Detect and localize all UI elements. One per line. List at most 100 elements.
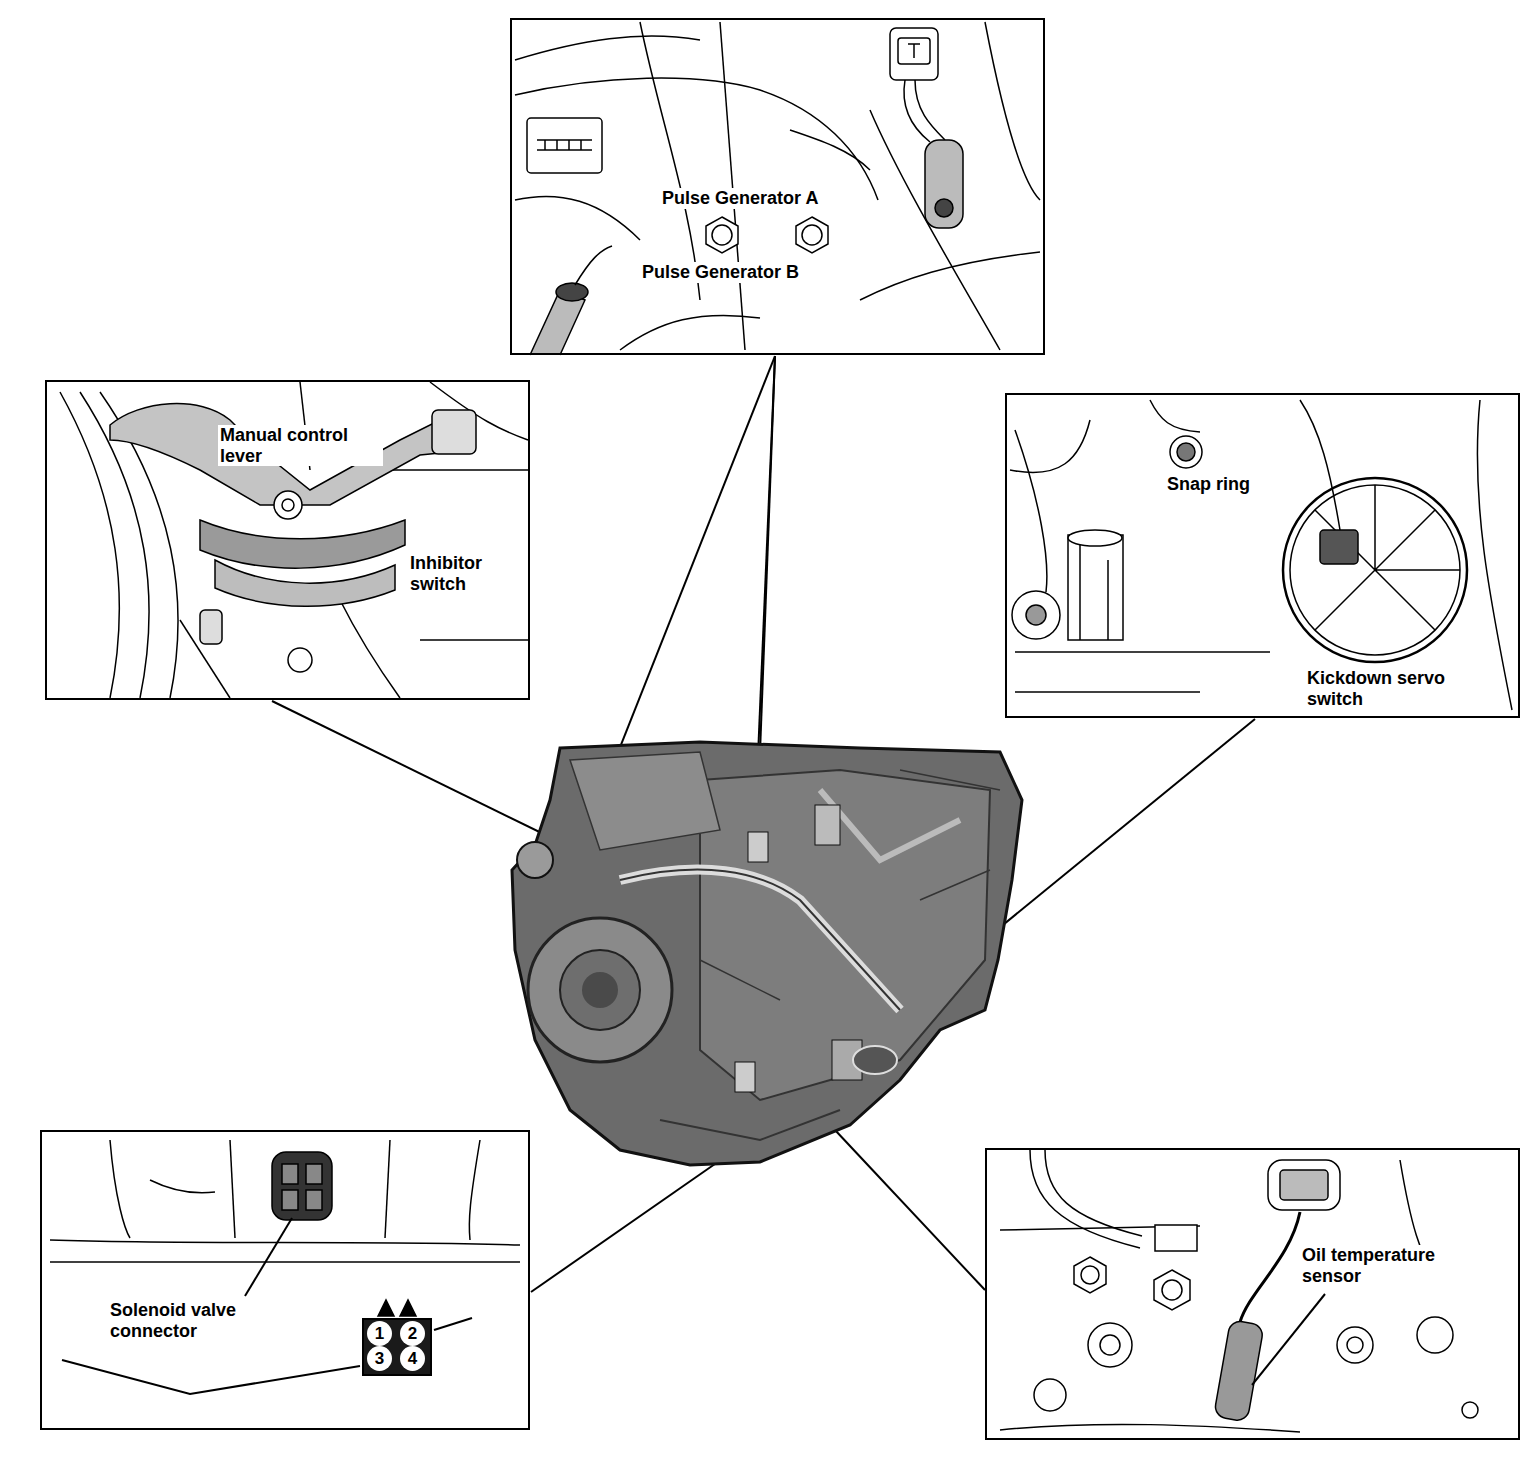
kickdown-servo-illustration xyxy=(1290,485,1460,655)
inset-panel: Pulse Generator A Pulse Generator B xyxy=(510,18,1045,355)
part-label: Oil temperature sensor xyxy=(1300,1245,1485,1286)
pin-block: 1234 xyxy=(362,1318,432,1376)
transmission-illustration xyxy=(815,805,840,845)
pulse-generator-illustration xyxy=(904,80,930,142)
inhibitor-switch-illustration xyxy=(60,382,528,698)
pulse-generator-illustration xyxy=(640,22,700,300)
solenoid-connector-illustration xyxy=(110,1140,130,1238)
oil-temperature-illustration xyxy=(1100,1335,1120,1355)
inhibitor-switch-illustration xyxy=(420,639,528,641)
solenoid-connector-illustration xyxy=(50,1140,520,1394)
pulse-generator-illustration xyxy=(802,225,822,245)
kickdown-servo-illustration xyxy=(1150,400,1200,432)
solenoid-connector-illustration xyxy=(378,1300,394,1316)
inhibitor-switch-illustration xyxy=(274,491,302,519)
pulse-generator-illustration xyxy=(935,199,953,217)
part-label: Pulse Generator A xyxy=(660,188,860,209)
oil-temperature-illustration xyxy=(1337,1327,1373,1363)
pulse-generator-illustration xyxy=(706,217,738,253)
transmission-illustration xyxy=(512,742,1022,1165)
oil-temperature-illustration xyxy=(1417,1317,1453,1353)
kickdown-servo-illustration xyxy=(1068,530,1122,546)
solenoid-connector-illustration xyxy=(245,1218,292,1296)
oil-temperature-illustration xyxy=(1000,1150,1478,1432)
oil-temperature-illustration xyxy=(1000,1424,1300,1432)
kickdown-servo-illustration xyxy=(1026,605,1046,625)
inhibitor-switch-illustration xyxy=(282,499,294,511)
pin-number: 1 xyxy=(367,1321,392,1346)
inhibitor-switch-illustration xyxy=(432,410,476,454)
inhibitor-switch-illustration xyxy=(215,560,395,606)
transmission-illustration xyxy=(582,972,618,1008)
oil-temperature-illustration xyxy=(1280,1170,1328,1200)
transmission-illustration xyxy=(560,950,640,1030)
transmission-illustration xyxy=(660,1110,840,1140)
inhibitor-switch-illustration xyxy=(200,520,405,568)
solenoid-connector-illustration xyxy=(282,1190,298,1210)
kickdown-servo-illustration xyxy=(1477,400,1512,710)
part-label: Manual control lever xyxy=(218,425,383,466)
oil-temperature-illustration xyxy=(1347,1337,1363,1353)
pin-number: 3 xyxy=(367,1346,392,1371)
transmission-illustration xyxy=(748,832,768,862)
kickdown-servo-illustration xyxy=(1177,443,1195,461)
part-label: Snap ring xyxy=(1165,474,1285,495)
inset-panel: Snap ringKickdown servo switch xyxy=(1005,393,1520,718)
part-label: Pulse Generator B xyxy=(640,262,840,283)
solenoid-connector-illustration xyxy=(272,1152,332,1220)
oil-temperature-illustration xyxy=(1462,1402,1478,1418)
solenoid-connector-illustration xyxy=(400,1300,416,1316)
leader-line xyxy=(835,1130,985,1290)
solenoid-connector-illustration xyxy=(385,1140,390,1238)
inset-panel: Solenoid valve connector1234 xyxy=(40,1130,530,1430)
kickdown-servo-illustration xyxy=(1068,535,1123,640)
transmission-illustration xyxy=(620,870,900,1010)
transmission-illustration xyxy=(700,770,1000,1000)
oil-temperature-illustration xyxy=(1240,1212,1300,1322)
pulse-generator-illustration xyxy=(537,140,592,150)
inhibitor-switch-illustration xyxy=(110,404,470,505)
kickdown-servo-illustration xyxy=(1015,651,1270,653)
oil-temperature-illustration xyxy=(1154,1270,1190,1310)
inhibitor-switch-illustration xyxy=(340,600,400,698)
kickdown-servo-illustration xyxy=(1080,535,1108,640)
kickdown-servo-illustration xyxy=(1012,591,1060,639)
oil-temperature-illustration xyxy=(1214,1320,1265,1422)
pin-number: 2 xyxy=(400,1321,425,1346)
pulse-generator-illustration xyxy=(790,130,870,170)
kickdown-servo-illustration xyxy=(1010,420,1090,473)
leader-line xyxy=(531,1150,735,1292)
solenoid-connector-illustration xyxy=(306,1164,322,1184)
part-label: Kickdown servo switch xyxy=(1305,668,1480,709)
pulse-generator-illustration xyxy=(515,36,700,60)
kickdown-servo-illustration xyxy=(1015,691,1200,693)
solenoid-connector-illustration xyxy=(469,1140,480,1240)
transmission-illustration xyxy=(517,842,553,878)
oil-temperature-illustration xyxy=(1045,1150,1142,1236)
kickdown-servo-illustration xyxy=(1015,430,1047,592)
transmission-illustration xyxy=(700,770,990,1100)
inhibitor-switch-illustration xyxy=(288,648,312,672)
solenoid-connector-illustration xyxy=(434,1318,472,1330)
pulse-generator-illustration xyxy=(860,252,1040,300)
oil-temperature-illustration xyxy=(1252,1294,1325,1385)
kickdown-servo-illustration xyxy=(1283,478,1467,662)
kickdown-servo-illustration xyxy=(1300,400,1340,530)
kickdown-servo-illustration xyxy=(1315,485,1460,630)
solenoid-connector-illustration xyxy=(282,1164,298,1184)
pulse-generator-illustration xyxy=(796,217,828,253)
pulse-generator-illustration xyxy=(898,38,930,64)
pulse-generator-illustration xyxy=(527,118,602,173)
part-label: Inhibitor switch xyxy=(408,553,516,594)
solenoid-connector-illustration xyxy=(230,1140,235,1238)
inset-panel: Oil temperature sensor xyxy=(985,1148,1520,1440)
pulse-generator-illustration xyxy=(985,22,1040,200)
pulse-generator-illustration xyxy=(515,78,878,200)
pin-number: 4 xyxy=(400,1346,425,1371)
oil-temperature-illustration xyxy=(1074,1257,1106,1293)
solenoid-connector-illustration xyxy=(306,1190,322,1210)
oil-temperature-illustration xyxy=(1268,1160,1340,1210)
leader-line xyxy=(272,701,560,842)
pulse-generator-illustration xyxy=(515,196,640,240)
